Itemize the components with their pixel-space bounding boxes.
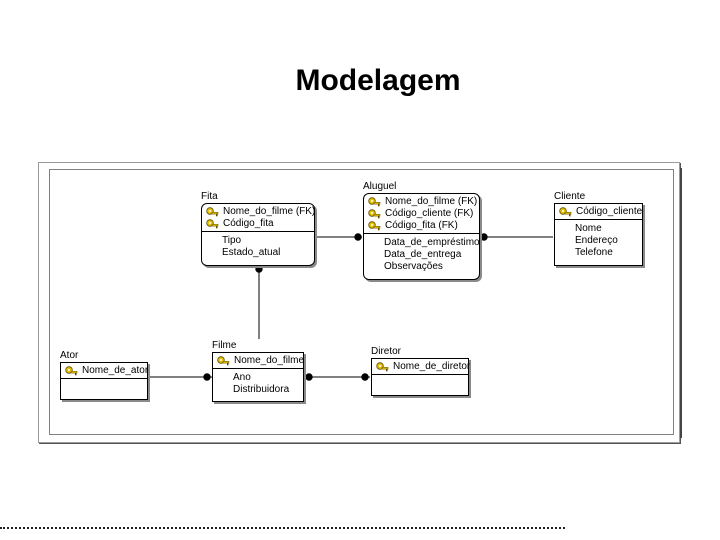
key-row: Código_fita (206, 218, 310, 230)
entity-attributes: Nome Endereço Telefone (555, 220, 642, 261)
entity-label-fita: Fita (201, 191, 218, 202)
key-name: Código_cliente (FK) (385, 208, 474, 219)
attribute-name: Estado_atual (222, 247, 281, 258)
attribute-name: Distribuidora (233, 384, 290, 395)
attribute-name: Endereço (575, 235, 618, 246)
entity-attributes: Tipo Estado_atual (202, 232, 314, 261)
entity-keys: Nome_do_filme (FK) Código_cliente (FK) C… (364, 194, 479, 234)
entity-label-filme: Filme (212, 340, 237, 351)
attribute-name: Observações (384, 261, 443, 272)
key-name: Nome_do_filme (234, 355, 305, 366)
entity-diretor[interactable]: Nome_de_diretor (371, 358, 470, 396)
key-row: Código_cliente (559, 206, 642, 218)
key-icon (559, 206, 572, 216)
entity-attributes: Data_de_empréstimo Data_de_entrega Obser… (364, 234, 480, 275)
key-icon (368, 208, 381, 218)
rel-end-dot (354, 233, 362, 241)
key-icon (376, 361, 389, 371)
diagram-frame-outer (38, 162, 680, 443)
attribute-name: Data_de_entrega (384, 249, 462, 260)
entity-label-diretor: Diretor (371, 346, 402, 357)
attribute-name: Ano (233, 372, 251, 383)
attribute-name: Nome (575, 223, 602, 234)
key-row: Nome_do_filme (217, 355, 304, 367)
slide-title: Modelagem (295, 64, 461, 97)
key-name: Código_fita (FK) (385, 220, 458, 231)
attribute-name: Telefone (575, 247, 613, 258)
key-name: Nome_de_ator (82, 365, 149, 376)
key-icon (217, 355, 230, 365)
key-name: Código_fita (223, 218, 274, 229)
key-name: Código_cliente (576, 206, 643, 217)
entity-keys: Nome_do_filme (213, 353, 304, 369)
key-row: Nome_de_ator (65, 365, 148, 377)
rel-end-dot (361, 373, 369, 381)
rel-end-dot (305, 373, 313, 381)
rel-end-dot (255, 265, 263, 273)
entity-filme[interactable]: Nome_do_filme Ano Distribuidora (212, 352, 304, 402)
entity-label-cliente: Cliente (554, 191, 586, 202)
entity-keys: Nome_de_diretor (372, 359, 470, 375)
entity-keys: Nome_do_filme (FK) Código_fita (202, 204, 315, 232)
attribute-name: Tipo (222, 235, 242, 246)
key-name: Nome_de_diretor (393, 361, 471, 372)
key-icon (368, 220, 381, 230)
key-row: Nome_de_diretor (376, 361, 470, 373)
key-icon (65, 365, 78, 375)
key-row: Código_fita (FK) (368, 220, 475, 232)
key-row: Nome_do_filme (FK) (368, 196, 478, 208)
entity-aluguel[interactable]: Nome_do_filme (FK) Código_cliente (FK) C… (363, 193, 480, 280)
entity-keys: Nome_de_ator (61, 363, 148, 379)
entity-attributes: Ano Distribuidora (213, 369, 303, 398)
key-row: Nome_do_filme (FK) (206, 206, 315, 218)
entity-cliente[interactable]: Código_cliente Nome Endereço Telefone (554, 203, 643, 266)
key-icon (368, 196, 381, 206)
entity-keys: Código_cliente (555, 204, 642, 220)
rel-end-dot (480, 233, 488, 241)
footer-dotted-line (0, 527, 565, 529)
key-icon (206, 206, 219, 216)
rel-end-dot (203, 373, 211, 381)
frame-edge-line (680, 168, 682, 438)
entity-fita[interactable]: Nome_do_filme (FK) Código_fita Tipo Esta… (201, 203, 315, 266)
entity-label-ator: Ator (60, 350, 79, 361)
key-name: Nome_do_filme (FK) (223, 206, 316, 217)
entity-ator[interactable]: Nome_de_ator (60, 362, 148, 400)
key-icon (206, 218, 219, 228)
entity-label-aluguel: Aluguel (363, 181, 397, 192)
key-name: Nome_do_filme (FK) (385, 196, 478, 207)
attribute-name: Data_de_empréstimo (384, 237, 480, 248)
key-row: Código_cliente (FK) (368, 208, 475, 220)
